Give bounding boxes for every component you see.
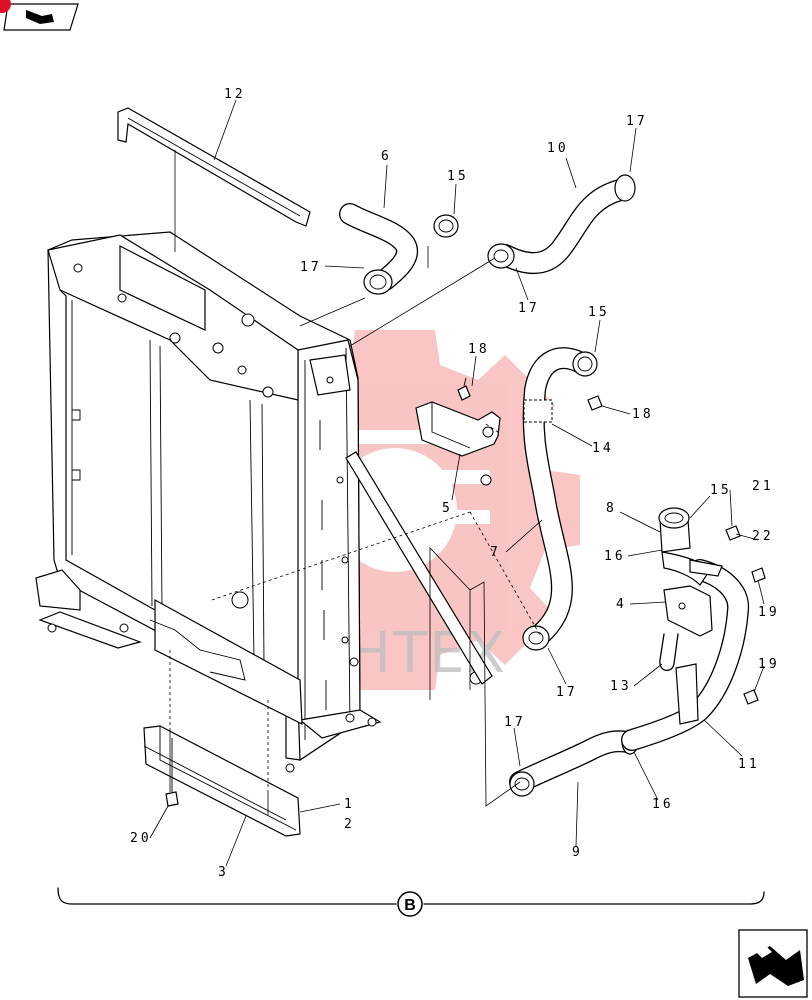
part-10-hose — [487, 174, 636, 274]
part-18-bolt-left — [457, 377, 471, 401]
callout-12: 12 — [224, 87, 246, 102]
part-20-bolt — [165, 738, 179, 807]
callout-19-upper: 19 — [758, 605, 780, 620]
section-marker-circle — [397, 891, 423, 917]
callout-19-lower: 19 — [758, 657, 780, 672]
callout-2: 2 — [344, 817, 355, 832]
callout-17-lower: 17 — [556, 685, 578, 700]
radiator-assembly — [35, 231, 382, 773]
callout-17-mid: 17 — [518, 301, 540, 316]
callout-4: 4 — [616, 597, 627, 612]
part-19-bolt-upper — [751, 567, 766, 583]
callout-13: 13 — [610, 679, 632, 694]
callout-17-left: 17 — [300, 260, 322, 275]
part-7-hose — [522, 347, 598, 651]
callout-17-bottom: 17 — [504, 715, 526, 730]
callout-3: 3 — [218, 865, 229, 880]
callout-16-lower: 16 — [652, 797, 674, 812]
callout-6: 6 — [381, 149, 392, 164]
callout-18-right: 18 — [632, 407, 654, 422]
callout-10: 10 — [547, 141, 569, 156]
callout-7: 7 — [490, 545, 501, 560]
part-3-lower-bracket — [143, 725, 301, 837]
callout-15-mid: 15 — [588, 305, 610, 320]
part-5-bracket — [415, 401, 501, 457]
callout-15-right: 15 — [710, 483, 732, 498]
part-9-hose — [509, 729, 639, 797]
callout-14: 14 — [592, 441, 614, 456]
part-13-u-bolt — [659, 633, 679, 671]
part-19-bolt-lower — [743, 689, 759, 705]
callout-18-left: 18 — [468, 342, 490, 357]
callout-17-top: 17 — [626, 114, 648, 129]
page-badge — [0, 0, 11, 13]
callout-5: 5 — [442, 501, 453, 516]
part-8-filler-neck — [658, 507, 723, 586]
callout-15-upper: 15 — [447, 169, 469, 184]
callout-11: 11 — [738, 757, 760, 772]
radiator-stay-rod — [345, 451, 493, 685]
part-15-clamp-upper — [433, 214, 459, 238]
callout-labels: 12 6 15 10 17 17 17 15 18 18 14 5 7 15 8… — [130, 87, 780, 880]
part-18-bolt-right — [587, 395, 603, 411]
section-marker-label: B — [404, 897, 416, 914]
callout-20: 20 — [130, 831, 152, 846]
part-11-pipe — [621, 559, 750, 751]
next-page-arrow-icon[interactable] — [738, 929, 808, 998]
leader-lines — [149, 99, 765, 867]
callout-22: 22 — [752, 529, 774, 544]
callout-9: 9 — [572, 845, 583, 860]
part-21-22-nut — [725, 525, 741, 541]
part-6-hose — [339, 203, 418, 295]
assembly-lines — [169, 150, 541, 815]
part-4-bracket — [663, 585, 713, 637]
callout-21: 21 — [752, 479, 774, 494]
callout-16-upper: 16 — [604, 549, 626, 564]
part-12-seal-strip — [117, 107, 311, 227]
prev-page-arrow-icon[interactable] — [0, 0, 79, 31]
callout-1: 1 — [344, 797, 355, 812]
callout-8: 8 — [606, 501, 617, 516]
section-bracket: B — [57, 887, 765, 917]
